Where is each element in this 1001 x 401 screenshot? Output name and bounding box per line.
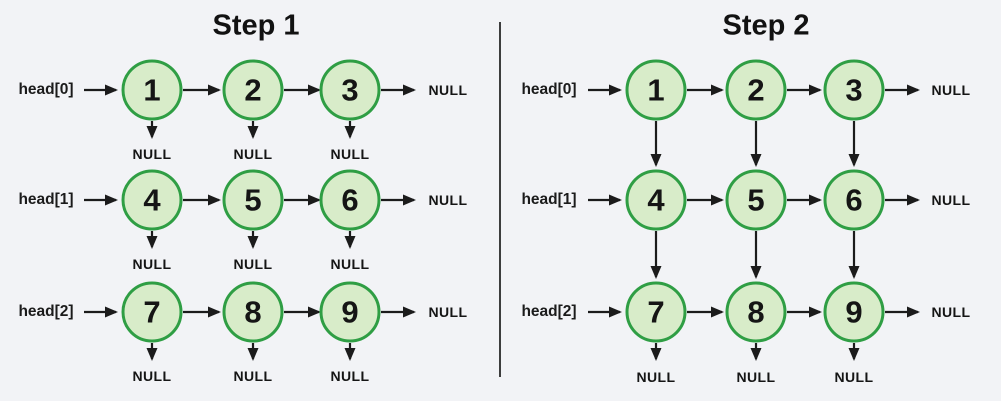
panel-title-step2: Step 2 bbox=[722, 9, 810, 42]
node-s1-8: 8 bbox=[222, 281, 284, 343]
down-null-s1-r1c1: NULL bbox=[233, 256, 273, 272]
node-s2-5: 5 bbox=[725, 169, 787, 231]
tail-null-s2-0: NULL bbox=[931, 82, 971, 98]
node-s1-7: 7 bbox=[121, 281, 183, 343]
head-label-s2-2: head[2] bbox=[521, 303, 577, 320]
bottom-null-s2-c2: NULL bbox=[834, 369, 874, 385]
bottom-null-s2-c1: NULL bbox=[736, 369, 776, 385]
head-label-s1-1: head[1] bbox=[18, 191, 74, 208]
node-s2-2: 2 bbox=[725, 59, 787, 121]
node-s1-3: 3 bbox=[319, 59, 381, 121]
node-s2-8: 8 bbox=[725, 281, 787, 343]
tail-null-s2-1: NULL bbox=[931, 192, 971, 208]
head-label-s1-0: head[0] bbox=[18, 81, 74, 98]
node-s2-3: 3 bbox=[823, 59, 885, 121]
tail-null-s1-1: NULL bbox=[428, 192, 468, 208]
node-s2-7: 7 bbox=[625, 281, 687, 343]
node-s1-5: 5 bbox=[222, 169, 284, 231]
head-label-s2-0: head[0] bbox=[521, 81, 577, 98]
node-s1-9: 9 bbox=[319, 281, 381, 343]
down-null-s1-r2c2: NULL bbox=[330, 368, 370, 384]
tail-null-s1-2: NULL bbox=[428, 304, 468, 320]
panel-title-step1: Step 1 bbox=[212, 9, 300, 42]
step2-arrows bbox=[588, 84, 920, 361]
node-s2-9: 9 bbox=[823, 281, 885, 343]
tail-null-s2-2: NULL bbox=[931, 304, 971, 320]
node-s2-1: 1 bbox=[625, 59, 687, 121]
bottom-null-s2-c0: NULL bbox=[636, 369, 676, 385]
down-null-s1-r2c0: NULL bbox=[132, 368, 172, 384]
down-null-s1-r1c2: NULL bbox=[330, 256, 370, 272]
down-null-s1-r1c0: NULL bbox=[132, 256, 172, 272]
step1-arrows bbox=[84, 84, 416, 361]
node-s1-6: 6 bbox=[319, 169, 381, 231]
node-s2-6: 6 bbox=[823, 169, 885, 231]
down-null-s1-r0c0: NULL bbox=[132, 146, 172, 162]
down-null-s1-r0c2: NULL bbox=[330, 146, 370, 162]
head-label-s1-2: head[2] bbox=[18, 303, 74, 320]
down-null-s1-r0c1: NULL bbox=[233, 146, 273, 162]
node-s1-2: 2 bbox=[222, 59, 284, 121]
node-s1-1: 1 bbox=[121, 59, 183, 121]
node-s1-4: 4 bbox=[121, 169, 183, 231]
node-s2-4: 4 bbox=[625, 169, 687, 231]
down-null-s1-r2c1: NULL bbox=[233, 368, 273, 384]
head-label-s2-1: head[1] bbox=[521, 191, 577, 208]
tail-null-s1-0: NULL bbox=[428, 82, 468, 98]
